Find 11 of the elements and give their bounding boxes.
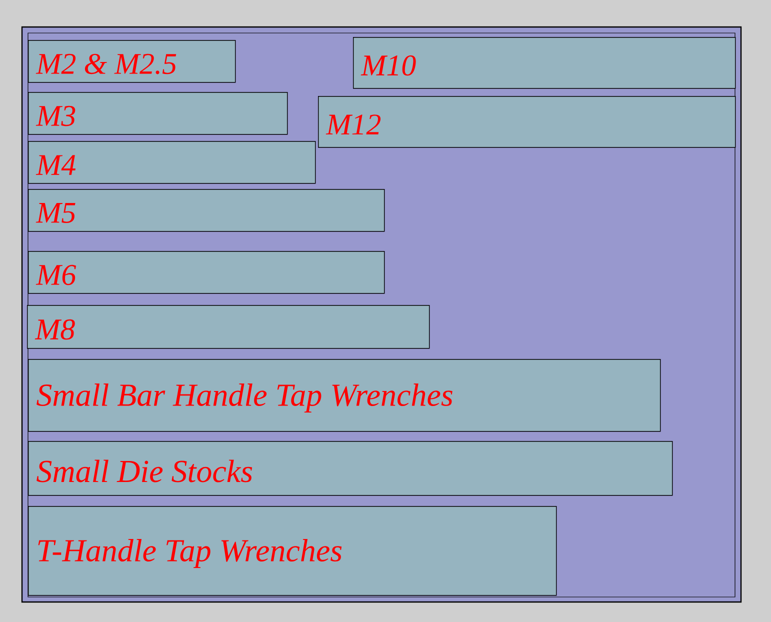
label-box: T-Handle Tap Wrenches <box>28 506 557 596</box>
label-box: M12 <box>318 96 736 148</box>
label-box: M8 <box>27 305 430 349</box>
label-box: Small Bar Handle Tap Wrenches <box>28 359 661 432</box>
label-box: M4 <box>28 141 316 184</box>
label-box: M10 <box>353 37 736 89</box>
label-box: M2 & M2.5 <box>28 40 236 83</box>
label-box: M3 <box>28 92 288 135</box>
label-box: M5 <box>28 189 385 232</box>
label-box: Small Die Stocks <box>28 441 673 496</box>
label-box: M6 <box>28 251 385 294</box>
